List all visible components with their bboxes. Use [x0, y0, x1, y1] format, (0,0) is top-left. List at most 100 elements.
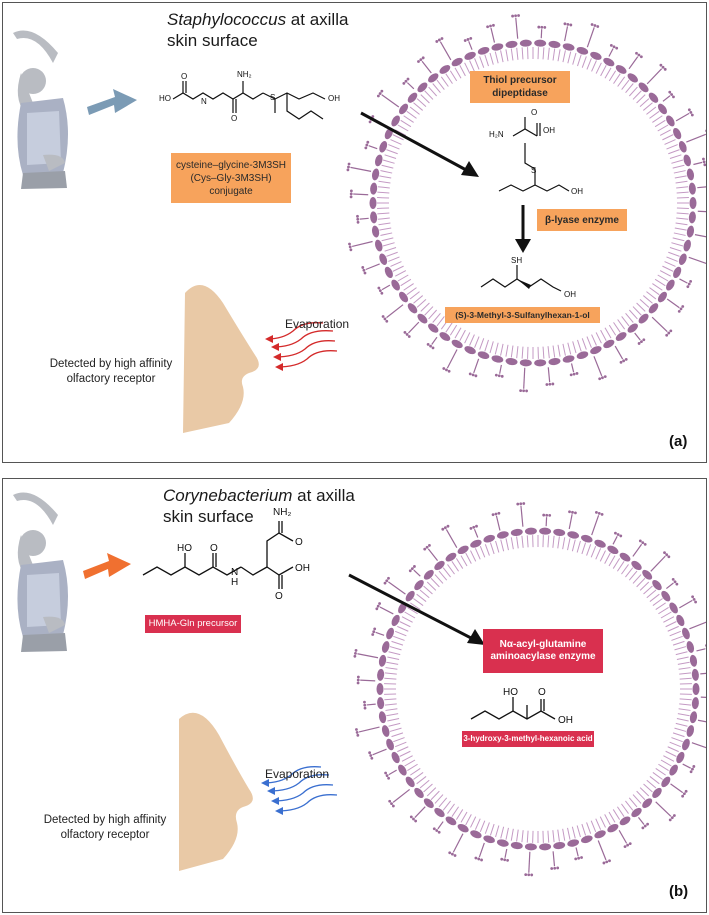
panel-letter-a: (a) — [669, 433, 688, 450]
membrane-bead — [594, 539, 606, 548]
membrane-fringe — [632, 574, 642, 584]
membrane-fringe — [500, 826, 505, 839]
membrane-spike-dot — [480, 858, 483, 862]
membrane-spike-dot — [548, 382, 552, 386]
membrane-bead — [483, 835, 495, 844]
membrane-spike-dot — [612, 45, 616, 49]
uptake-arrow-b — [348, 573, 474, 641]
membrane-spike-dot — [511, 14, 514, 18]
membrane-spike — [591, 515, 600, 536]
membrane-bead — [689, 197, 697, 209]
membrane-fringe — [489, 52, 494, 65]
evaporation-waves-b — [262, 766, 338, 812]
membrane-spike-dot — [419, 58, 423, 62]
membrane-fringe — [672, 164, 685, 169]
membrane-spike-dot — [545, 513, 549, 517]
membrane-fringe — [377, 217, 390, 220]
membrane-fringe — [621, 564, 629, 575]
membrane-fringe — [655, 767, 666, 776]
membrane-spike-dot — [347, 165, 350, 169]
membrane-fringe — [495, 540, 500, 553]
membrane-bead — [371, 168, 380, 181]
membrane-fringe — [424, 306, 434, 316]
membrane-fringe — [500, 343, 504, 356]
chem-label-o3-b: O — [275, 591, 283, 602]
membrane-fringe — [494, 342, 499, 355]
membrane-fringe — [459, 329, 466, 341]
membrane-fringe — [678, 667, 691, 670]
membrane-spike-dot — [445, 368, 448, 372]
membrane-bead — [691, 697, 699, 710]
membrane-spike-dot — [686, 285, 690, 289]
membrane-fringe — [557, 536, 560, 549]
membrane-fringe — [632, 306, 642, 316]
membrane-spike-dot — [661, 65, 665, 69]
membrane-spike-dot — [437, 38, 441, 42]
membrane-bead — [548, 40, 561, 49]
membrane-fringe — [636, 790, 646, 801]
membrane-spike — [495, 515, 501, 531]
membrane-bead — [414, 787, 424, 799]
direction-arrow — [87, 89, 137, 115]
membrane-bead — [377, 697, 385, 710]
membrane-fringe — [655, 602, 666, 611]
membrane-spike-dot — [668, 818, 672, 822]
membrane-bead — [689, 711, 698, 724]
membrane-fringe — [658, 763, 669, 772]
membrane-spike-dot — [437, 830, 441, 834]
membrane-spike-dot — [441, 527, 445, 531]
membrane-spike-dot — [383, 317, 387, 321]
precursor-label-b: HMHA-Gln precursor — [148, 618, 238, 629]
membrane-spike — [564, 26, 569, 42]
membrane-fringe — [591, 334, 597, 346]
membrane-bead — [676, 614, 685, 627]
membrane-spike-dot — [527, 873, 531, 877]
membrane-fringe — [378, 180, 391, 184]
membrane-spike-dot — [563, 22, 567, 26]
membrane-spike-dot — [468, 372, 472, 376]
membrane-fringe — [389, 727, 402, 732]
membrane-bead — [491, 355, 504, 363]
membrane-fringe — [521, 535, 524, 548]
membrane-fringe — [384, 698, 397, 701]
membrane-spike-dot — [681, 305, 685, 308]
membrane-spike-dot — [361, 266, 365, 269]
membrane-spike-dot — [673, 580, 677, 584]
membrane-fringe — [413, 772, 424, 780]
membrane-fringe — [621, 316, 630, 327]
chem-label-ho-b: HO — [177, 543, 192, 554]
membrane-fringe — [639, 298, 650, 308]
membrane-bead — [678, 141, 687, 153]
membrane-spike — [388, 769, 397, 776]
membrane-bead — [642, 798, 653, 809]
membrane-fringe — [676, 718, 689, 722]
membrane-bead — [384, 266, 393, 279]
product-box-b: 3-hydroxy-3-methyl-hexanoic acid — [462, 731, 594, 747]
membrane-spike-dot — [571, 510, 574, 514]
membrane-bead — [519, 39, 532, 47]
membrane-bead — [638, 82, 649, 93]
membrane-fringe — [505, 49, 509, 62]
membrane-spike-dot — [349, 189, 353, 193]
membrane-fringe — [673, 232, 686, 236]
membrane-spike-dot — [356, 733, 360, 737]
membrane-spike — [586, 27, 595, 48]
membrane-fringe — [604, 814, 611, 826]
membrane-fringe — [385, 708, 398, 711]
membrane-fringe — [479, 56, 485, 68]
membrane-fringe — [678, 708, 691, 711]
membrane-spike-dot — [543, 25, 547, 29]
membrane-fringe — [413, 598, 424, 606]
chem-label-nh2: NH₂ — [237, 70, 252, 79]
membrane-fringe — [387, 656, 400, 660]
membrane-spike-dot — [475, 524, 478, 528]
membrane-fringe — [413, 102, 424, 111]
membrane-fringe — [420, 302, 430, 312]
membrane-fringe — [542, 47, 545, 60]
membrane-spike-dot — [471, 373, 475, 377]
membrane-spike — [650, 555, 666, 572]
membrane-spike-dot — [522, 502, 526, 505]
membrane-fringe — [625, 800, 634, 811]
membrane-fringe — [649, 776, 660, 785]
membrane-fringe — [526, 830, 529, 843]
